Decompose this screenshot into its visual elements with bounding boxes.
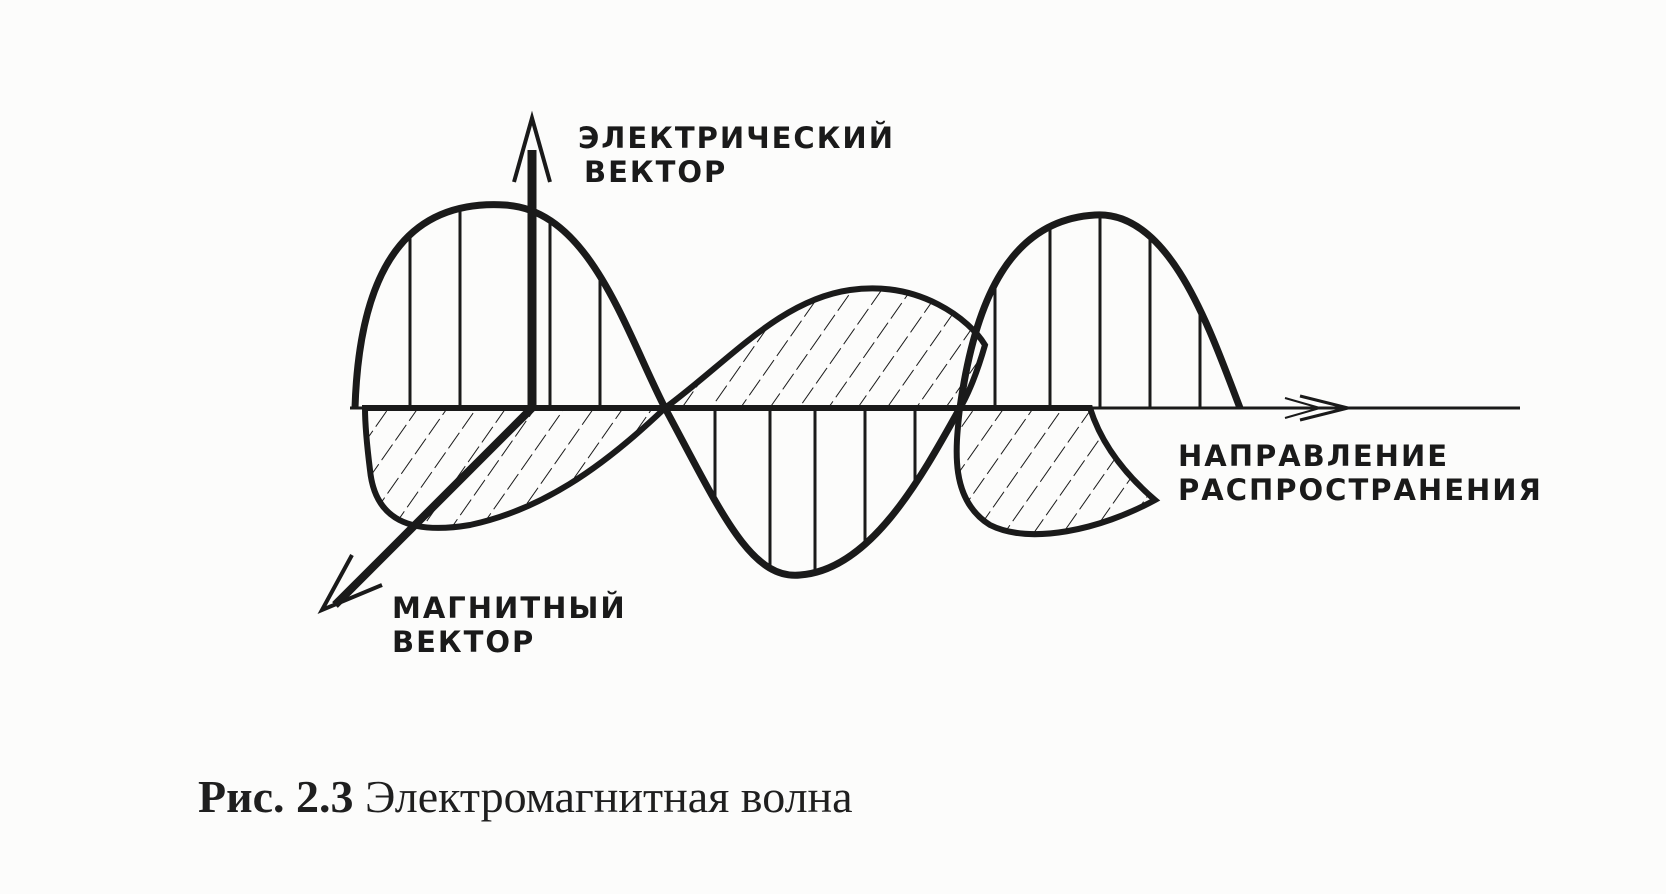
propagation-axis	[350, 394, 1520, 422]
direction-label-line2: РАСПРОСТРАНЕНИЯ	[1178, 473, 1543, 507]
electric-vector-arrow	[512, 110, 552, 408]
magnetic-vector-arrow	[317, 405, 535, 615]
magnetic-lobe-2	[655, 285, 989, 411]
electric-lobe-2	[661, 406, 964, 579]
magnetic-lobe-3	[953, 405, 1161, 538]
figure-caption: Рис. 2.3 Электромагнитная волна	[198, 770, 853, 823]
electric-arrowhead-icon	[512, 110, 552, 183]
propagation-arrowhead-icon	[1299, 394, 1349, 422]
magnetic-field-lobes	[361, 285, 1161, 538]
electric-vector-label-line2: ВЕКТОР	[584, 155, 727, 189]
electric-lobe-3	[956, 211, 1244, 410]
magnetic-arrowhead-icon	[317, 554, 383, 615]
magnetic-vector-label-line1: МАГНИТНЫЙ	[392, 591, 627, 625]
electric-field-lobes	[351, 201, 1244, 579]
electric-lobe-1	[351, 201, 669, 410]
figure-number: Рис. 2.3	[198, 771, 354, 822]
magnetic-vector-label-line2: ВЕКТОР	[392, 625, 535, 659]
direction-label-line1: НАПРАВЛЕНИЕ	[1178, 439, 1449, 473]
electric-vector-label-line1: ЭЛЕКТРИЧЕСКИЙ	[578, 121, 895, 155]
figure-title: Электромагнитная волна	[365, 771, 853, 822]
